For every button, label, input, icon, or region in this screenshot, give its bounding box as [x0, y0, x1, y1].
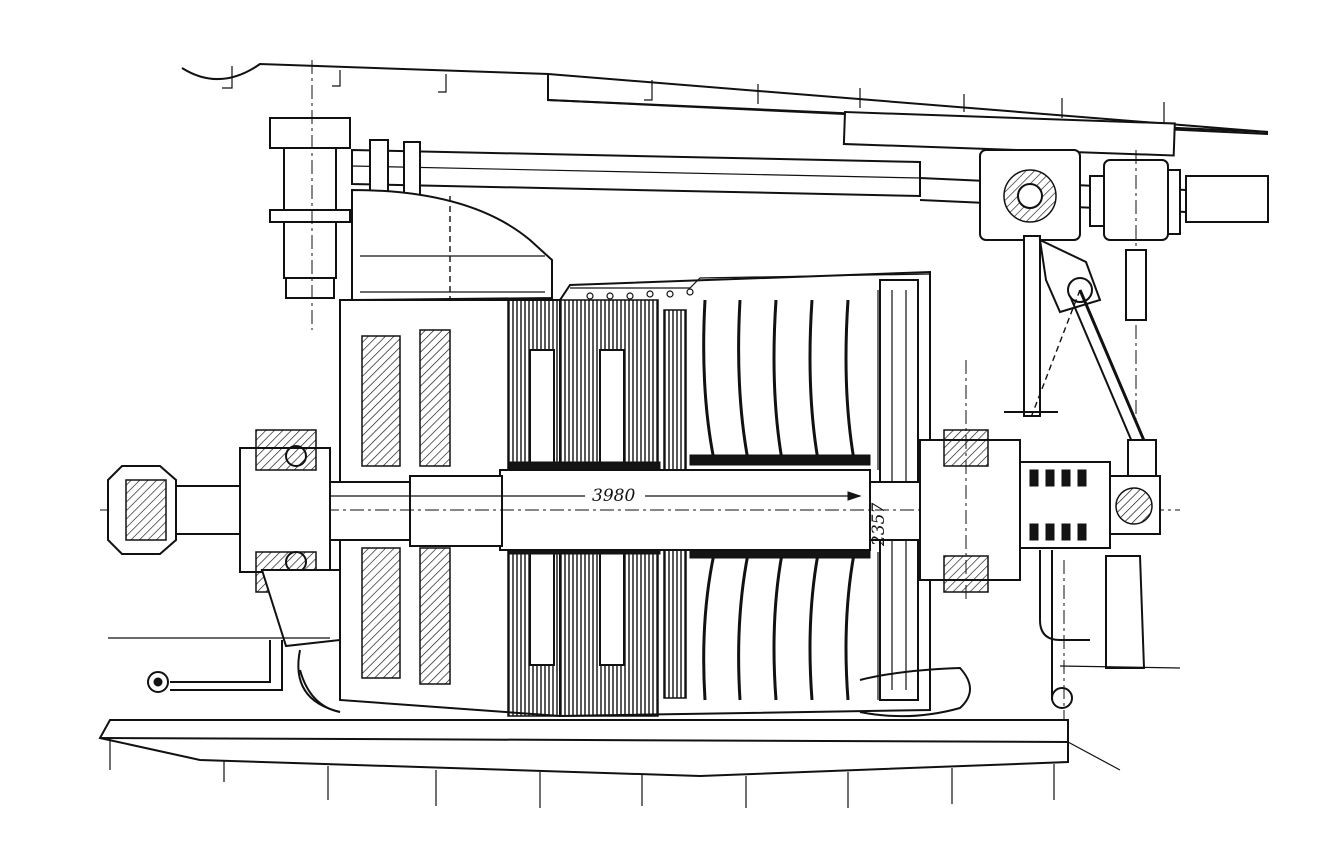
drum-diameter-dimension: 2357: [869, 503, 889, 547]
casing-flange-bolts: [586, 288, 694, 300]
rotor-length-dimension: 3980: [592, 486, 635, 506]
inlet-casing-cover: [351, 188, 553, 302]
upper-deck-structure: [181, 62, 1269, 157]
governor-spindle-teeth: [1029, 469, 1087, 541]
blade-stages: [361, 279, 919, 717]
rotor-shaft: 3980 2357: [100, 290, 1180, 700]
construction-centre-lines: [311, 60, 1065, 720]
control-valve-assembly: [979, 149, 1181, 420]
left-bearing-pedestal: [147, 569, 341, 713]
steam-supply-pipe: [269, 117, 1269, 299]
right-bearing-assembly: [919, 429, 1161, 721]
exhaust-bowl: [299, 666, 971, 718]
governor-linkage: [1029, 238, 1157, 477]
base-frame: [98, 637, 1181, 808]
shaft-coupling-left: [107, 429, 331, 593]
